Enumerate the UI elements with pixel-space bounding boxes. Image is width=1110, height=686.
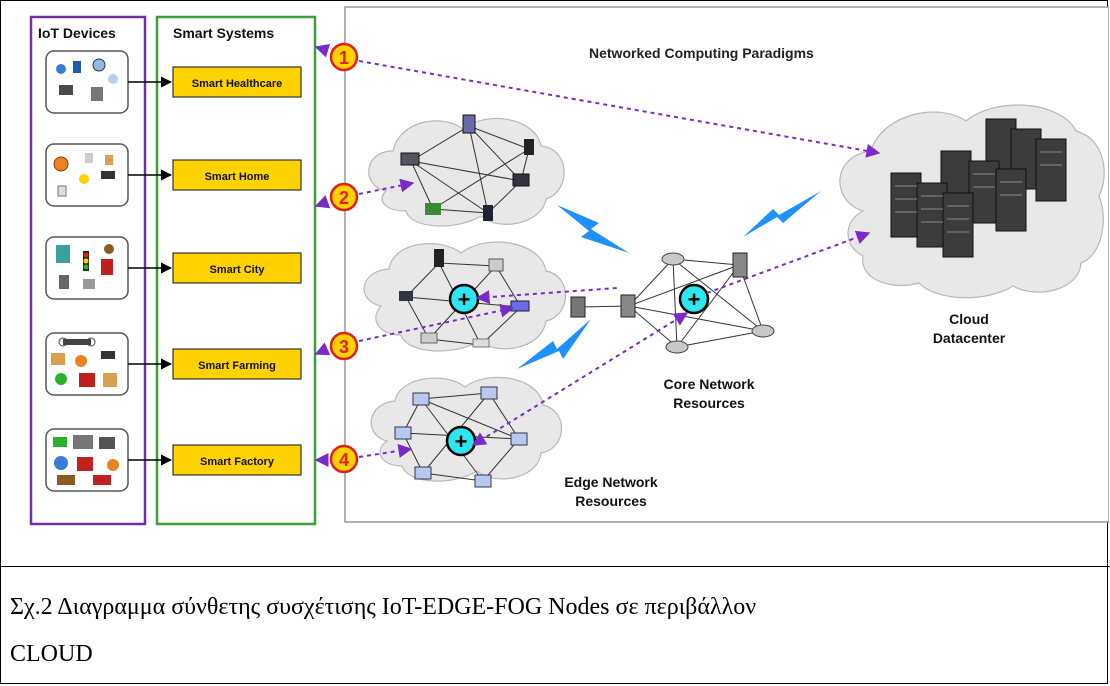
smart-systems-title: Smart Systems [173, 25, 274, 41]
marker-1: 1 [329, 42, 359, 72]
system-label-factory: Smart Factory [200, 456, 275, 468]
system-label-home: Smart Home [205, 171, 270, 183]
farming-devices-icon [45, 332, 129, 396]
fog-node-bottom-symbol: + [455, 429, 468, 454]
fog-node-bottom-icon: + [445, 425, 477, 457]
system-label-city: Smart City [209, 264, 265, 276]
device-tiles [45, 50, 129, 492]
marker-2: 2 [329, 182, 359, 212]
edge-label-line2: Resources [575, 493, 647, 509]
edge-top-devices-icon [400, 114, 534, 221]
system-boxes: Smart Healthcare Smart Home Smart City S… [172, 66, 302, 476]
fog-node-core-icon: + [678, 283, 710, 315]
fog-node-core-symbol: + [688, 287, 701, 312]
caption-line-2: CLOUD [10, 641, 93, 667]
core-label-line1: Core Network [663, 376, 754, 392]
server-racks-icon [890, 118, 1067, 258]
city-devices-icon [45, 236, 129, 300]
marker-4-label: 4 [339, 450, 349, 470]
marker-4: 4 [329, 444, 359, 474]
edge-cloud-top [368, 117, 565, 227]
factory-devices-icon [45, 428, 129, 492]
lightning-core-cloud-icon [743, 191, 821, 237]
edge-network-top [410, 125, 530, 214]
cloud-label-line1: Cloud [949, 311, 989, 327]
iot-edge-fog-cloud-diagram: Networked Computing Paradigms IoT Device… [29, 6, 1109, 526]
cloud-label-line2: Datacenter [933, 330, 1006, 346]
core-label-line2: Resources [673, 395, 745, 411]
system-label-farming: Smart Farming [198, 360, 276, 372]
figure-caption: Σχ.2 Διαγραμμα σύνθετης συσχέτισης IoT-E… [10, 584, 1100, 678]
marker-3: 3 [329, 331, 359, 361]
system-label-healthcare: Smart Healthcare [192, 78, 283, 90]
home-devices-icon [45, 143, 129, 207]
link-arrows [314, 44, 881, 467]
paradigms-title: Networked Computing Paradigms [589, 45, 814, 61]
caption-line-1: Σχ.2 Διαγραμμα σύνθετης συσχέτισης IoT-E… [10, 594, 757, 620]
edge-label-line1: Edge Network [564, 474, 658, 490]
lightning-top-icon [557, 205, 629, 253]
marker-1-label: 1 [339, 48, 349, 68]
fog-node-middle-symbol: + [458, 287, 471, 312]
fog-node-middle-icon: + [448, 283, 480, 315]
healthcare-devices-icon [45, 50, 129, 114]
device-to-system-arrows [128, 76, 173, 466]
caption-divider [0, 566, 1110, 567]
marker-3-label: 3 [339, 337, 349, 357]
marker-2-label: 2 [339, 188, 349, 208]
iot-devices-title: IoT Devices [38, 25, 116, 41]
